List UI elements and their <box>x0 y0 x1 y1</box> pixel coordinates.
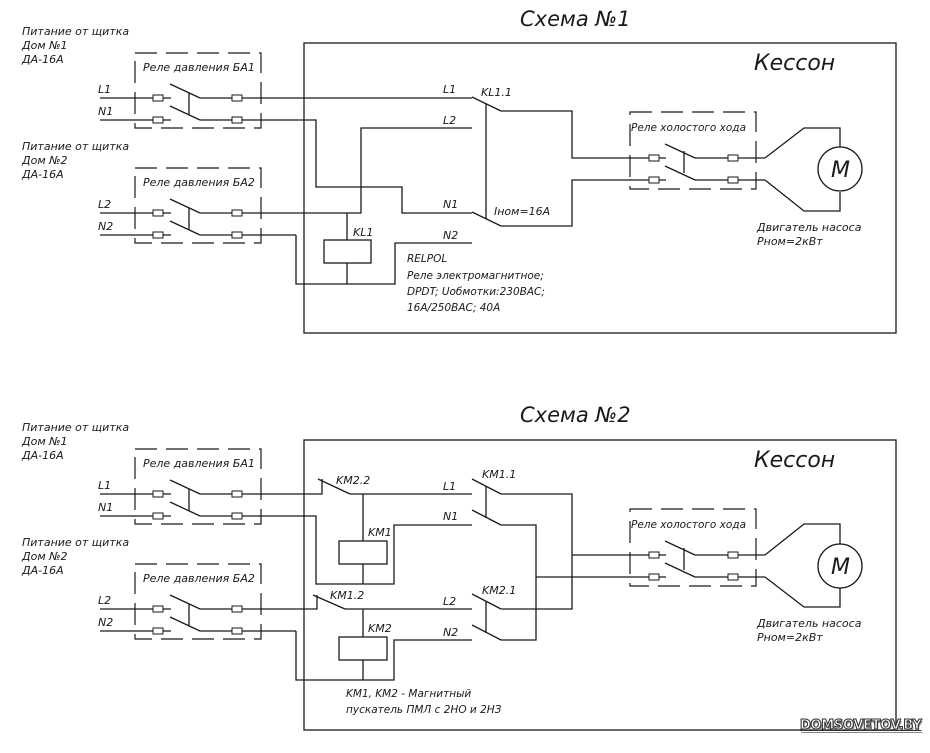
supply-3-text-2: Дом №1 <box>21 435 68 448</box>
motor-note-1-line-2: Рном=2кВт <box>757 235 823 248</box>
relay-note-line-4: 16А/250ВАС; 40А <box>407 302 500 314</box>
supply-1-text-3: ДА-16А <box>21 53 64 66</box>
scheme-2-title: Схема №2 <box>520 403 631 427</box>
caisson-enclosure-2 <box>303 439 897 731</box>
contact-km11-label: KM1.1 <box>482 468 516 481</box>
contact-kl11-label: KL1.1 <box>481 86 512 99</box>
coil-km1-label: KM1 <box>368 526 392 539</box>
supply-1-text-1: Питание от щитка <box>22 25 129 38</box>
motor-note-2-line-1: Двигатель насоса <box>756 617 862 630</box>
wire-n1-s2-label: N1 <box>443 510 458 523</box>
coil-km2-label: KM2 <box>368 622 392 635</box>
wire-n2-s2-label: N2 <box>443 626 458 639</box>
supply-4-text-3: ДА-16А <box>21 564 64 577</box>
contact-km21-label: KM2.1 <box>482 584 516 597</box>
scheme-1-title: Схема №1 <box>520 7 631 31</box>
relay-note-line-1: RELPOL <box>407 253 447 265</box>
input-n2-s2-label: N2 <box>98 616 113 629</box>
coil-km1 <box>338 540 388 565</box>
motor-note-1-line-1: Двигатель насоса <box>756 221 862 234</box>
starter-note-line-1: KM1, KM2 - Магнитный <box>346 688 471 700</box>
wire-l2-label: L2 <box>443 114 456 127</box>
pressure-relay-ba1-label: Реле давления БА1 <box>143 61 255 74</box>
wire-l1-label: L1 <box>443 83 456 96</box>
relay-note-line-2: Реле электромагнитное; <box>407 270 544 282</box>
input-l1-s2-label: L1 <box>98 479 111 492</box>
supply-4-text-2: Дом №2 <box>21 550 68 563</box>
motor-note-2-line-2: Рном=2кВт <box>757 631 823 644</box>
scheme-1: Схема №1 Кессон Питание от щитка Дом №1 … <box>21 7 897 334</box>
input-l2-label: L2 <box>98 198 111 211</box>
pressure-relay-ba2-label: Реле давления БА2 <box>143 176 255 189</box>
idle-run-relay-2: Реле холостого хода <box>629 508 765 587</box>
input-n1-label: N1 <box>98 105 113 118</box>
scheme-2: Схема №2 Кессон Питание от щитка Дом №1 … <box>21 403 897 731</box>
wire-l2-s2-label: L2 <box>443 595 456 608</box>
pressure-relay-ba2: Реле давления БА2 L2 N2 <box>98 167 304 244</box>
starter-note-line-2: пускатель ПМЛ с 2НО и 2НЗ <box>346 704 502 716</box>
input-l2-s2-label: L2 <box>98 594 111 607</box>
input-n2-label: N2 <box>98 220 113 233</box>
supply-3-text-3: ДА-16А <box>21 449 64 462</box>
supply-4-text-1: Питание от щитка <box>22 536 129 549</box>
contact-km22-label: KM2.2 <box>336 474 370 487</box>
relay-note-line-3: DPDT; Uобмотки:230ВАС; <box>407 286 545 298</box>
pressure-relay-ba2-s2: Реле давления БА2 L2 N2 <box>98 563 304 640</box>
wire-n2-label: N2 <box>443 229 458 242</box>
supply-2-text-1: Питание от щитка <box>22 140 129 153</box>
idle-run-relay-1-label: Реле холостого хода <box>631 122 746 134</box>
pressure-relay-ba2-s2-label: Реле давления БА2 <box>143 572 255 585</box>
wire-n1-label: N1 <box>443 198 458 211</box>
pressure-relay-ba1-s2-label: Реле давления БА1 <box>143 457 255 470</box>
supply-3-text-1: Питание от щитка <box>22 421 129 434</box>
pump-motor-1: M <box>764 127 863 212</box>
caisson-label-2: Кессон <box>754 448 835 473</box>
idle-run-relay-2-label: Реле холостого хода <box>631 519 746 531</box>
watermark-link[interactable]: DOMSOVETOV.BY <box>799 718 922 734</box>
caisson-label-1: Кессон <box>754 51 835 76</box>
motor-symbol-1: M <box>831 158 850 183</box>
motor-symbol-2: M <box>831 555 850 580</box>
supply-2-text-3: ДА-16А <box>21 168 64 181</box>
pressure-relay-ba1: Реле давления БА1 L1 N1 <box>98 52 304 129</box>
rated-current-label: Iном=16А <box>494 205 550 218</box>
wire-l1-s2-label: L1 <box>443 480 456 493</box>
supply-1-text-2: Дом №1 <box>21 39 68 52</box>
idle-run-relay-1: Реле холостого хода <box>629 111 765 190</box>
coil-kl1 <box>323 239 372 264</box>
input-l1-label: L1 <box>98 83 111 96</box>
pressure-relay-ba1-s2: Реле давления БА1 L1 N1 <box>98 448 304 525</box>
caisson-enclosure-1 <box>303 42 897 334</box>
input-n1-s2-label: N1 <box>98 501 113 514</box>
coil-km2 <box>338 636 388 661</box>
contact-km12-label: KM1.2 <box>330 589 364 602</box>
pump-motor-2: M <box>764 523 863 608</box>
coil-kl1-label: KL1 <box>353 226 373 239</box>
supply-2-text-2: Дом №2 <box>21 154 68 167</box>
